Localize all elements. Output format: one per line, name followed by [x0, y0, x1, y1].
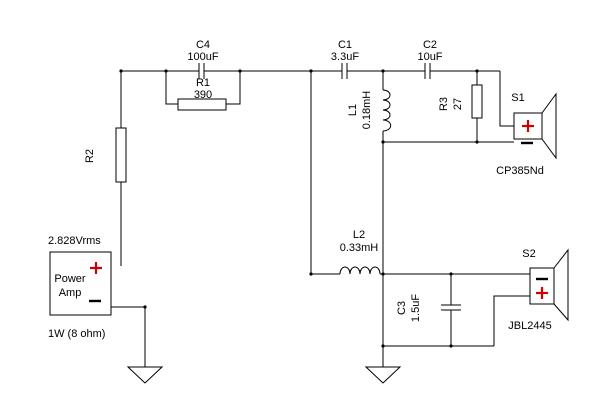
- junction-dot: [381, 140, 385, 144]
- c1-ref-label: C1: [338, 39, 352, 51]
- c1-value-label: 3.3uF: [331, 51, 359, 63]
- junction-dot: [309, 272, 313, 276]
- capacitor-c2: C2 10uF: [417, 39, 443, 79]
- inductor-l1: L1 0.18mH: [347, 89, 392, 132]
- l2-value-label: 0.33mH: [340, 242, 379, 254]
- junction-dot: [449, 344, 453, 348]
- resistor-r3: R3 27: [438, 84, 483, 119]
- r1-value-label: 390: [194, 89, 212, 101]
- inductor-l2: L2 0.33mH: [339, 229, 381, 275]
- c4-ref-label: C4: [196, 39, 210, 51]
- resistor-r2: R2: [84, 127, 127, 183]
- junction-dot: [449, 272, 453, 276]
- r1-ref-label: R1: [196, 77, 210, 89]
- l1-value-label: 0.18mH: [361, 91, 373, 130]
- junction-dot: [238, 69, 242, 73]
- amp-name-line2: Amp: [59, 287, 82, 299]
- junction-dot: [164, 69, 168, 73]
- junction-dot: [119, 69, 123, 73]
- capacitor-c1: C1 3.3uF: [331, 39, 359, 79]
- speaker-s2: S2 JBL2445: [508, 248, 569, 332]
- l2-ref-label: L2: [353, 229, 365, 241]
- ground-symbol-left: [126, 366, 164, 384]
- wire-s1-plus: [499, 71, 514, 127]
- resistor-r1: R1 390: [177, 77, 227, 111]
- junction-dot: [381, 69, 385, 73]
- wire-s2-minus: [493, 295, 530, 346]
- power-amp: Power Amp 2.828Vrms 1W (8 ohm): [48, 235, 112, 340]
- wires: [111, 70, 530, 367]
- amp-rating-label: 1W (8 ohm): [48, 328, 105, 340]
- amp-name-line1: Power: [54, 273, 86, 285]
- capacitor-c4: C4 100uF: [187, 39, 219, 79]
- r3-value-label: 27: [452, 98, 464, 110]
- speaker-s1: S1 CP385Nd: [496, 92, 557, 177]
- c2-ref-label: C2: [423, 39, 437, 51]
- capacitor-c3: C3 1.5uF: [396, 294, 461, 322]
- junctions: [119, 69, 479, 348]
- junction-dot: [381, 344, 385, 348]
- junction-dot: [475, 69, 479, 73]
- r3-ref-label: R3: [438, 97, 450, 111]
- c3-value-label: 1.5uF: [410, 294, 422, 322]
- c2-value-label: 10uF: [417, 51, 442, 63]
- wire-r1-loop: [165, 71, 178, 105]
- s1-ref-label: S1: [511, 92, 524, 104]
- ground-symbol-right: [364, 366, 402, 384]
- wire-amp-minus: [111, 306, 146, 367]
- amp-voltage-label: 2.828Vrms: [48, 235, 101, 247]
- c4-value-label: 100uF: [187, 51, 218, 63]
- s2-ref-label: S2: [522, 248, 535, 260]
- s1-model-label: CP385Nd: [496, 165, 544, 177]
- junction-dot: [143, 305, 147, 309]
- l1-ref-label: L1: [347, 104, 359, 116]
- c3-ref-label: C3: [396, 301, 408, 315]
- junction-dot: [475, 140, 479, 144]
- r2-ref-label: R2: [84, 149, 96, 163]
- wire-r1-loop-right: [226, 71, 241, 105]
- junction-dot: [381, 272, 385, 276]
- s2-model-label: JBL2445: [508, 320, 551, 332]
- junction-dot: [309, 69, 313, 73]
